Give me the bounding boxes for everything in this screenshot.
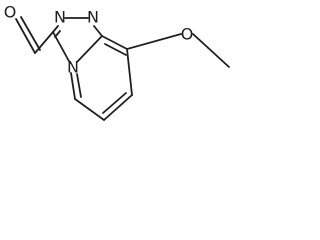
aldehyde-oxygen-label: O: [4, 3, 17, 22]
bridgehead-nitrogen-label: N: [67, 58, 79, 77]
bond-methoxy-o-ch3: [192, 33, 230, 68]
bonds: [15, 16, 230, 121]
bond-pyridine-c5-n4-main: [70, 72, 76, 100]
bond-triazole-c3-n4: [52, 31, 71, 64]
bond-aldehyde-c-o-main: [15, 18, 36, 54]
bond-aldehyde-c-ring: [34, 31, 54, 54]
bond-pyridine-c5-n4-inner: [76, 73, 82, 98]
molecule-diagram: O N N N O: [4, 3, 230, 121]
bond-pyridine-c6-c5: [74, 98, 105, 121]
triazole-n1-label: N: [87, 8, 99, 27]
triazole-n2-label: N: [54, 8, 66, 27]
bond-pyridine-c7-c6-inner: [102, 92, 127, 114]
bond-pyridine-c8a-c8-main: [101, 35, 128, 50]
bond-triazole-n4-c8a: [76, 35, 103, 63]
bond-pyridine-c7-c6-main: [103, 94, 133, 121]
bond-pyridine-c8a-c8-inner: [104, 43, 127, 56]
bond-triazole-n1-c8a: [93, 25, 103, 37]
bond-pyridine-c8-c7: [126, 48, 133, 96]
bond-aldehyde-c-o-inner: [20, 16, 41, 51]
bond-methoxy-ring-o: [126, 33, 182, 50]
bond-triazole-c3-n2-main: [52, 25, 59, 33]
structure-canvas: O N N N O: [0, 0, 244, 137]
methoxy-oxygen-label: O: [181, 25, 194, 44]
atom-labels: O N N N O: [4, 3, 194, 77]
